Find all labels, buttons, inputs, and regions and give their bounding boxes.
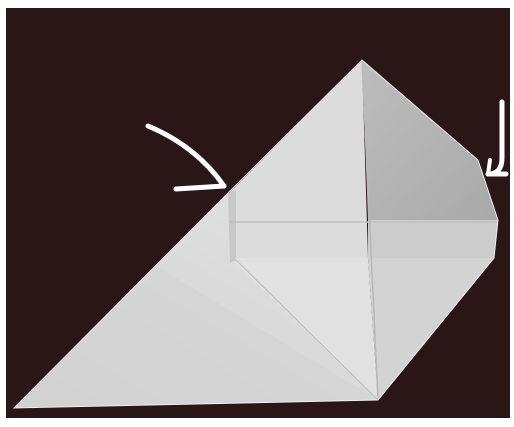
origami-scene (6, 8, 510, 418)
diamond-right-middle-panel (368, 220, 498, 258)
origami-photo (6, 8, 510, 418)
